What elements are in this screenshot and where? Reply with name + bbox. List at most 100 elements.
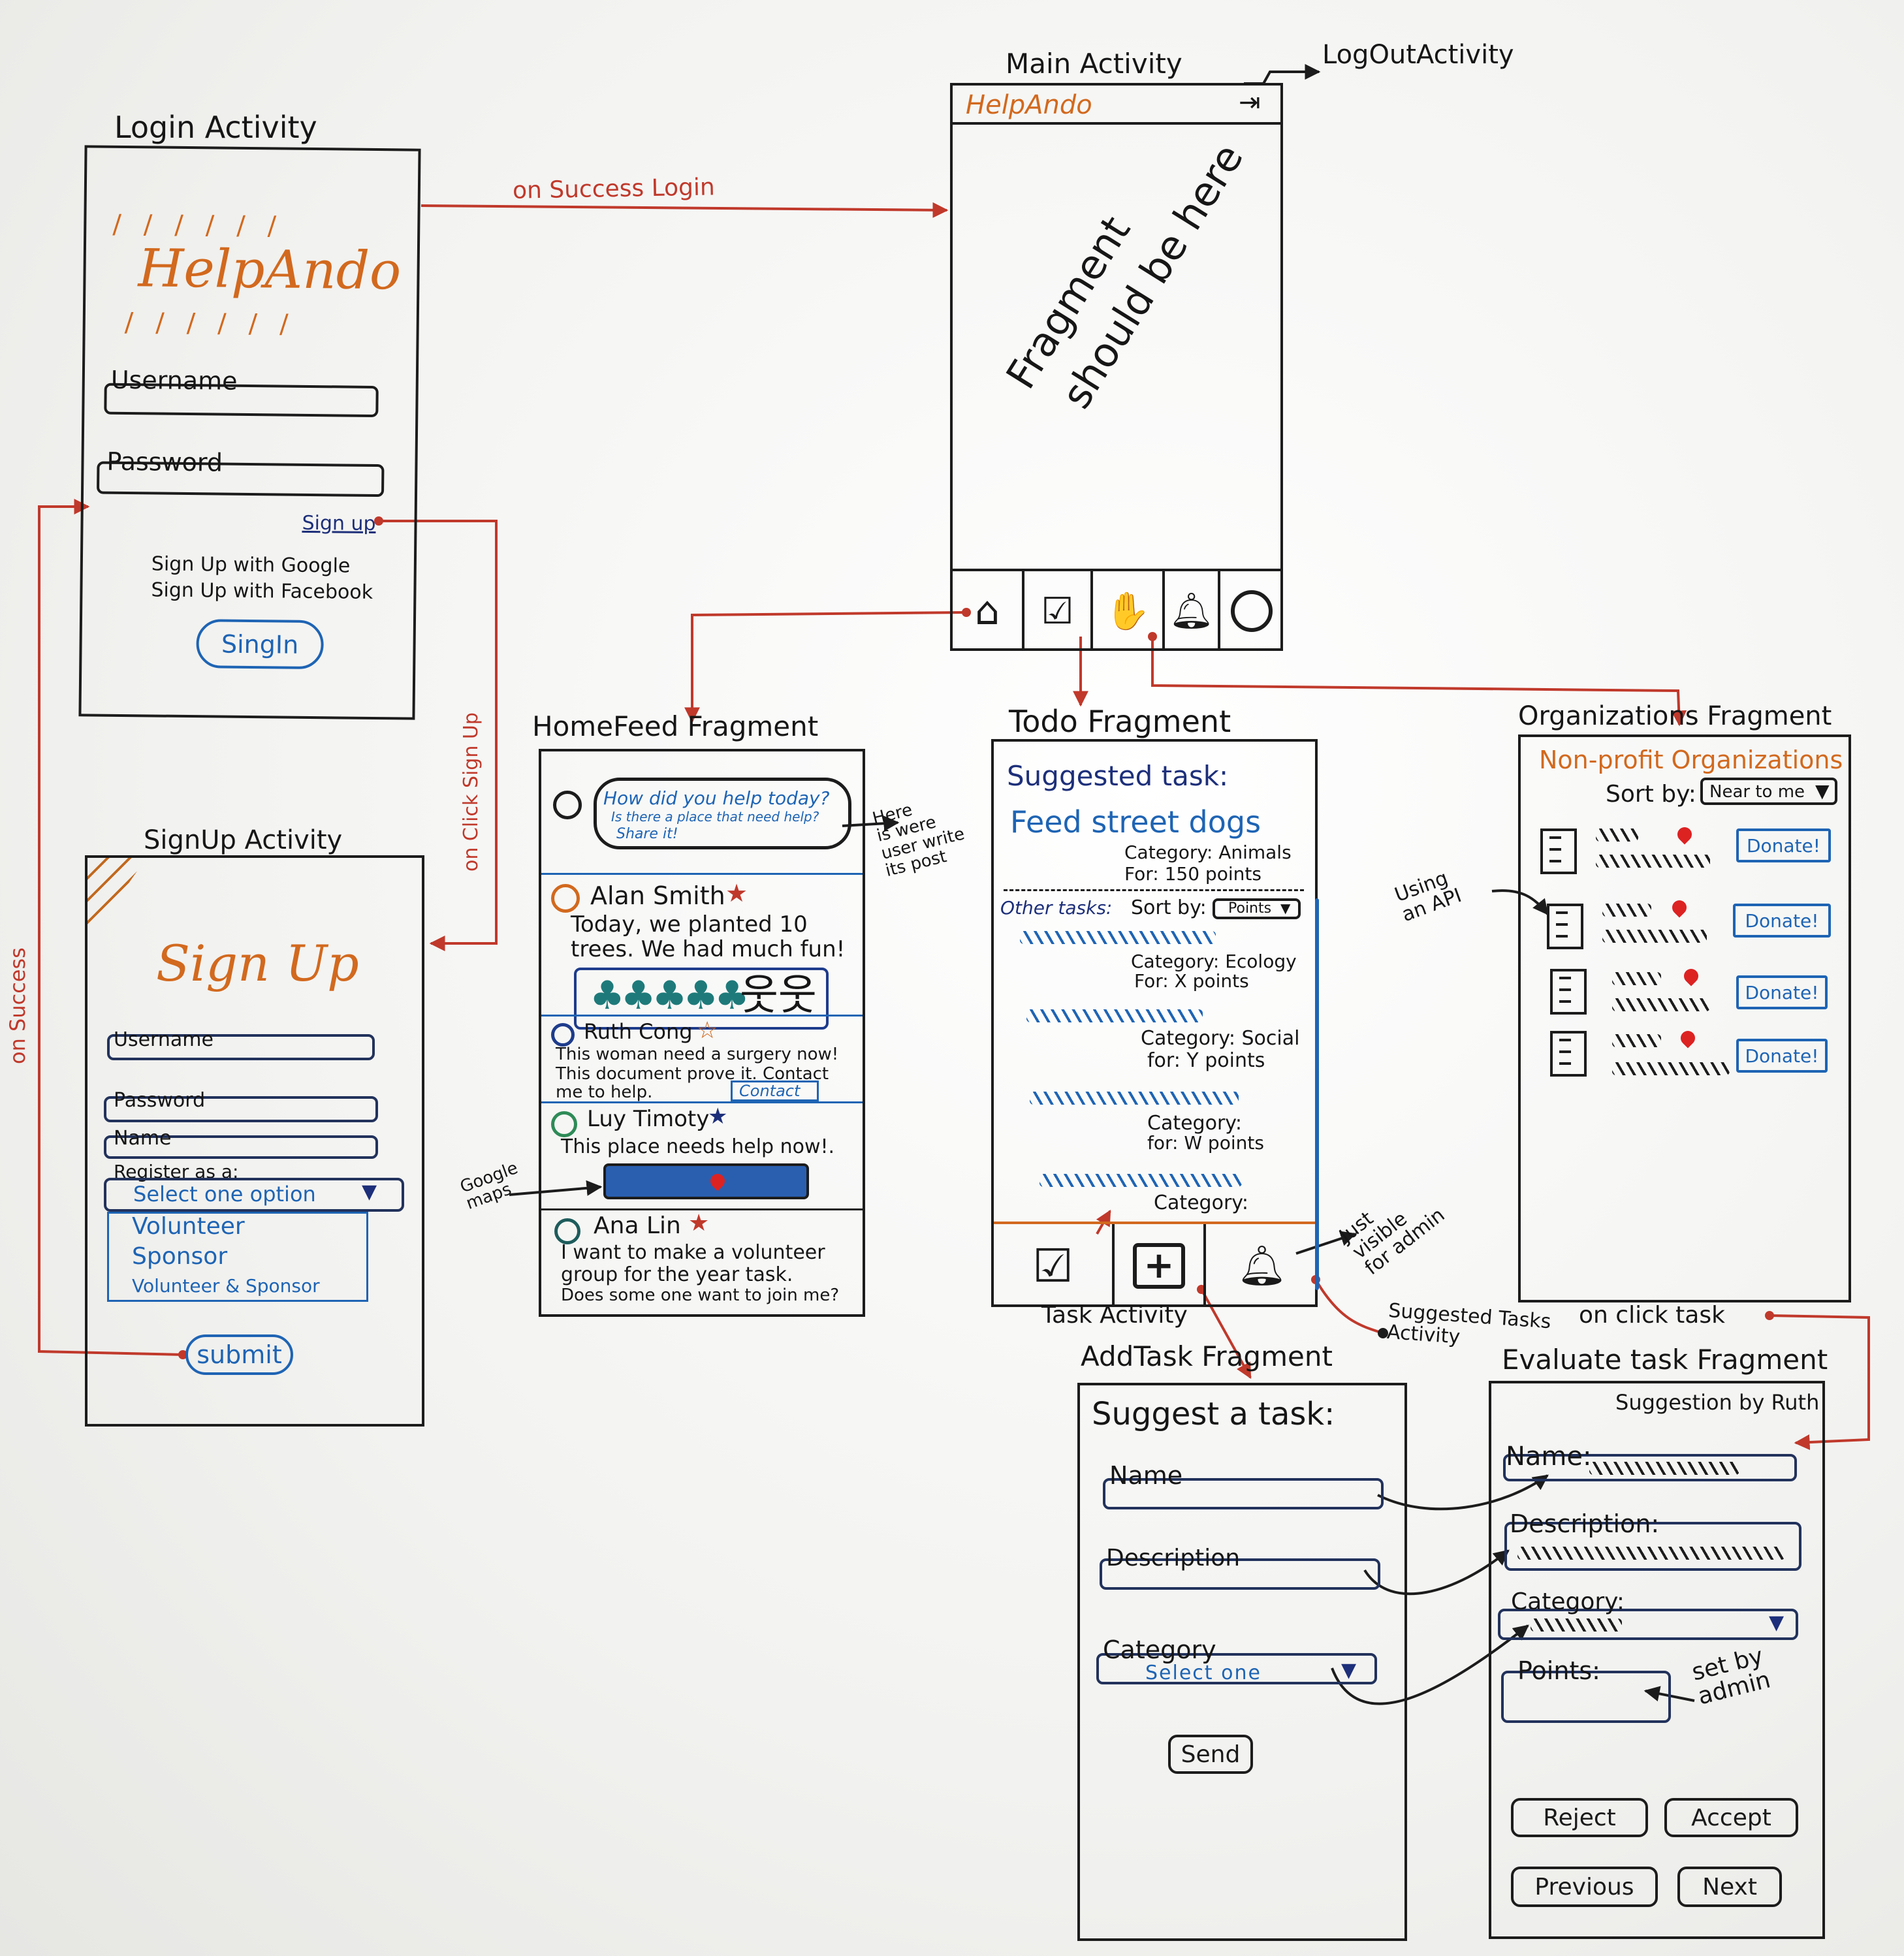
task-title-scribble[interactable] [1039,1174,1242,1187]
scrollbar[interactable] [1315,898,1319,1290]
option-volunteer[interactable]: Volunteer [132,1213,245,1240]
post-prompt[interactable]: How did you help today? Is there a place… [594,778,851,849]
post-author: Luy Timoty [587,1106,710,1132]
post-text: trees. We had much fun! [571,936,846,962]
org-name-scribble [1612,1034,1661,1047]
evaluate-name-scribble [1589,1462,1739,1475]
star-icon: ☆ [697,1017,718,1044]
org-desc-scribble [1612,998,1710,1011]
post-text: Does some one want to join me? [561,1286,840,1305]
donate-button[interactable]: Donate! [1736,828,1831,862]
suggested-label: Suggested task: [1007,760,1229,792]
task-title-scribble[interactable] [1026,1009,1203,1022]
todo-icon[interactable]: ☑ [1024,571,1093,651]
login-title: Login Activity [114,110,317,145]
addtask-screen: Suggest a task: Name Description Categor… [1077,1383,1407,1941]
star-icon: ★ [708,1103,728,1129]
submit-button[interactable]: submit [185,1334,293,1375]
chevron-down-icon: ▼ [1280,900,1291,916]
star-icon: ★ [688,1210,710,1237]
org-desc-scribble [1612,1062,1730,1075]
task-category: Category: [1154,1191,1248,1214]
feed-post: Ana Lin ★ I want to make a volunteer gro… [541,1208,863,1316]
next-button[interactable]: Next [1677,1867,1782,1907]
org-name-scribble [1612,972,1661,985]
signup-username-field[interactable] [107,1034,375,1060]
todo-title: Todo Fragment [1009,704,1231,739]
org-name-scribble [1596,828,1638,842]
evaluate-category-label: Category: [1511,1588,1625,1615]
username-label: Username [110,365,238,396]
chevron-down-icon: ▼ [1769,1611,1785,1634]
addtask-name-label: Name [1109,1461,1183,1490]
todo-list-icon[interactable]: ☑ [994,1224,1115,1307]
signup-name-label: Name [114,1127,172,1150]
google-signup[interactable]: Sign Up with Google [151,552,351,578]
signup-name-field[interactable] [104,1135,378,1159]
facebook-signup[interactable]: Sign Up with Facebook [151,578,373,604]
corner-fold [87,858,146,943]
label-on-click-task: on click task [1579,1302,1725,1329]
signin-button[interactable]: SingIn [196,619,324,670]
building-icon [1550,969,1587,1015]
task-category: Category: Ecology [1131,951,1297,972]
send-button[interactable]: Send [1168,1735,1253,1774]
sort-by-label: Sort by: [1131,896,1207,919]
donate-button[interactable]: Donate! [1736,975,1828,1009]
prompt-line-2: Is there a place that need help? [611,809,819,825]
evaluate-points-field[interactable] [1501,1671,1671,1723]
task-points: for: Y points [1147,1049,1265,1072]
post-text: I want to make a volunteer [561,1241,825,1264]
prompt-line-3: Share it! [616,826,678,842]
addtask-name-field[interactable] [1103,1478,1384,1509]
homefeed-title: HomeFeed Fragment [532,710,819,742]
org-desc-scribble [1602,930,1707,943]
task-nav: ☑ + 🔔︎ [994,1222,1315,1307]
contact-button[interactable]: Contact [731,1081,819,1101]
avatar [554,1218,580,1244]
task-title-scribble[interactable] [1030,1092,1239,1105]
evaluate-category-select[interactable] [1498,1609,1798,1640]
suggested-task-name[interactable]: Feed street dogs [1010,804,1261,840]
map-pin-icon [707,1171,728,1191]
donate-button[interactable]: Donate! [1733,904,1831,938]
evaluate-category-scribble [1531,1618,1622,1632]
home-icon[interactable]: ⌂ [953,571,1024,651]
add-task-icon[interactable]: + [1115,1224,1206,1307]
map-pin-icon [1674,824,1695,845]
admin-bell-icon[interactable]: 🔔︎ [1237,1243,1287,1289]
orgs-sort-value: Near to me [1709,782,1805,802]
bell-icon[interactable]: 🔔︎ [1165,571,1220,651]
login-logo: HelpAndo [138,238,402,302]
task-title-scribble[interactable] [1020,931,1216,944]
reject-button[interactable]: Reject [1511,1798,1648,1837]
accept-button[interactable]: Accept [1664,1798,1798,1837]
addtask-category-select[interactable] [1096,1653,1377,1684]
orgs-sort-select[interactable]: Near to me ▼ [1700,778,1837,805]
sort-select[interactable]: Points ▼ [1213,898,1301,919]
task-points: for: W points [1147,1132,1264,1154]
signup-username-label: Username [114,1028,214,1051]
option-sponsor[interactable]: Sponsor [132,1243,228,1270]
logo-rain-top: ////// [112,209,299,242]
handshake-icon[interactable]: ✋ [1093,571,1165,651]
signup-link[interactable]: Sign up [302,511,376,536]
org-desc-scribble [1596,855,1710,868]
donate-button[interactable]: Donate! [1736,1039,1828,1073]
addtask-description-field[interactable] [1100,1558,1380,1590]
role-options: Volunteer Sponsor Volunteer & Sponsor [107,1212,368,1302]
suggested-task-points: For: 150 points [1124,863,1261,885]
label-on-click-signup: on Click Sign Up [460,712,483,872]
avatar [551,884,580,913]
profile-icon[interactable] [1220,571,1283,651]
role-select[interactable] [104,1178,404,1212]
chevron-down-icon: ▼ [1341,1659,1357,1682]
addtask-category-label: Category [1103,1635,1216,1664]
label-on-success: on Success [5,947,30,1064]
post-text: This place needs help now!. [561,1135,835,1158]
previous-button[interactable]: Previous [1511,1867,1658,1907]
building-icon [1540,828,1577,874]
logout-icon[interactable]: ⇥ [1239,87,1261,118]
option-both[interactable]: Volunteer & Sponsor [132,1275,320,1297]
signup-password-field[interactable] [104,1096,378,1122]
